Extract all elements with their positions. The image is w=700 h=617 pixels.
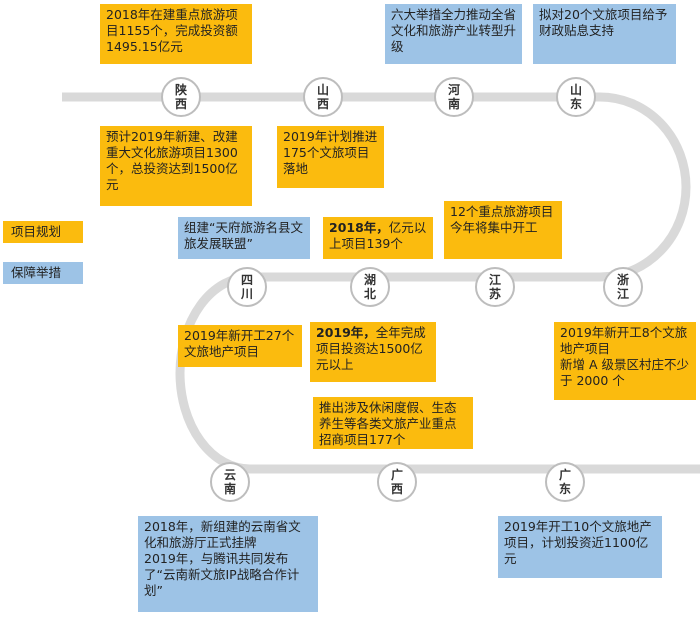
node-guangxi: 广西 [377,462,417,502]
node-zhejiang: 浙江 [603,267,643,307]
hubei-bottom-year: 2019年， [316,325,376,340]
note-shaanxi-bottom: 预计2019年新建、改建重大文化旅游项目1300个，总投资达到1500亿元 [100,126,252,206]
note-hubei-bottom: 2019年，全年完成项目投资达1500亿元以上 [310,322,436,382]
node-henan: 河南 [434,77,474,117]
node-shanxi: 山西 [303,77,343,117]
note-shanxi-bottom: 2019年计划推进175个文旅项目落地 [277,126,384,188]
note-sichuan-top: 组建“天府旅游名县文旅发展联盟” [178,217,310,259]
node-shaanxi: 陕西 [161,77,201,117]
note-jiangsu-top: 12个重点旅游项目今年将集中开工 [444,201,562,259]
node-hubei: 湖北 [350,267,390,307]
note-guangxi-top: 推出涉及休闲度假、生态养生等各类文旅产业重点招商项目177个 [313,397,473,449]
note-shaanxi-top: 2018年在建重点旅游项目1155个，完成投资额1495.15亿元 [100,4,252,64]
note-guangdong-bottom: 2019年开工10个文旅地产项目，计划投资近1100亿元 [498,516,662,578]
note-sichuan-bottom: 2019年新开工27个文旅地产项目 [178,325,302,367]
node-sichuan: 四川 [227,267,267,307]
node-yunnan: 云南 [210,462,250,502]
note-zhejiang-bottom: 2019年新开工8个文旅地产项目 新增 A 级景区村庄不少于 2000 个 [554,322,696,400]
hubei-bottom-text: 全年完成项目投资达1500亿元以上 [316,325,426,372]
note-shandong-top: 拟对20个文旅项目给予财政贴息支持 [533,4,676,64]
hubei-top-text: 亿元以上项目139个 [329,220,427,251]
note-hubei-top: 2018年，亿元以上项目139个 [323,217,433,259]
legend-plan: 项目规划 [3,221,83,243]
hubei-top-year: 2018年， [329,220,389,235]
legend-support: 保障举措 [3,262,83,284]
node-jiangsu: 江苏 [475,267,515,307]
note-henan-top: 六大举措全力推动全省文化和旅游产业转型升级 [385,4,522,64]
node-guangdong: 广东 [545,462,585,502]
node-shandong: 山东 [556,77,596,117]
note-yunnan-bottom: 2018年，新组建的云南省文化和旅游厅正式挂牌 2019年，与腾讯共同发布了“云… [138,516,318,612]
